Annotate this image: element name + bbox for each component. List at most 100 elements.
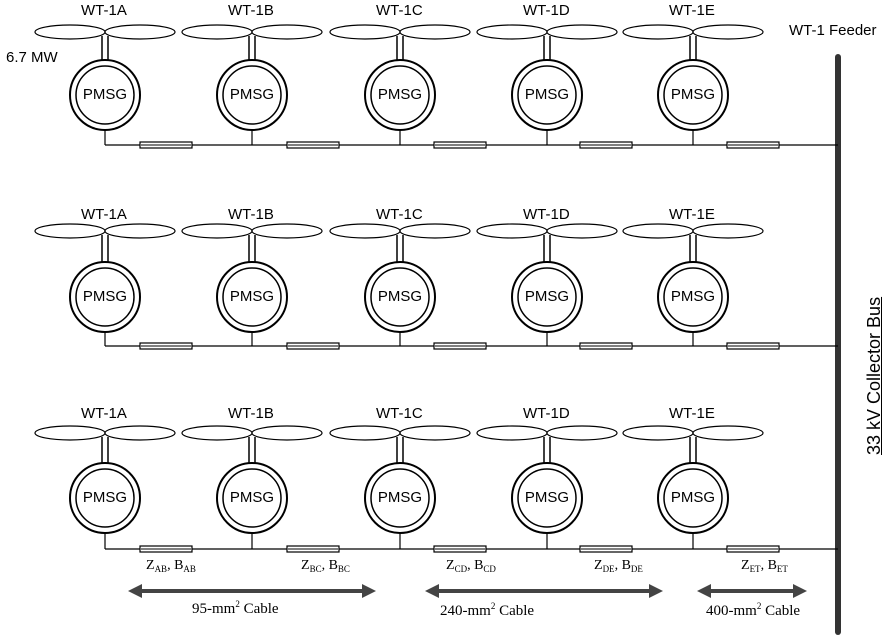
collector-bus-label: 33 kV Collector Bus bbox=[864, 296, 884, 455]
wind-turbine bbox=[181, 223, 323, 346]
wind-turbine bbox=[329, 425, 471, 549]
blade-right bbox=[104, 24, 176, 40]
blade-right bbox=[399, 223, 471, 239]
blade-right bbox=[692, 24, 764, 40]
blade-right bbox=[251, 24, 323, 40]
blade-left bbox=[622, 24, 694, 40]
blade-left bbox=[34, 223, 106, 239]
generator-label: PMSG bbox=[524, 288, 570, 305]
wind-turbine bbox=[622, 24, 764, 145]
wind-turbine bbox=[34, 223, 176, 346]
turbine-label: WT-1D bbox=[523, 2, 570, 19]
blade-right bbox=[546, 425, 618, 441]
generator-inner-ring bbox=[370, 468, 430, 528]
generator-label: PMSG bbox=[377, 86, 423, 103]
generator-label: PMSG bbox=[524, 489, 570, 506]
blade-left bbox=[181, 24, 253, 40]
blade-right bbox=[692, 223, 764, 239]
blade-left bbox=[329, 425, 401, 441]
blade-left bbox=[329, 223, 401, 239]
wind-turbine bbox=[476, 425, 618, 549]
blade-right bbox=[546, 24, 618, 40]
feeder-row-1 bbox=[34, 24, 838, 149]
generator-label: PMSG bbox=[229, 489, 275, 506]
blade-right bbox=[251, 223, 323, 239]
turbine-label: WT-1C bbox=[376, 2, 423, 19]
blade-left bbox=[329, 24, 401, 40]
generator-label: PMSG bbox=[524, 86, 570, 103]
generator-label: PMSG bbox=[377, 288, 423, 305]
blade-right bbox=[104, 223, 176, 239]
generator-inner-ring bbox=[663, 267, 723, 327]
generator-inner-ring bbox=[370, 267, 430, 327]
cable-span-arrow-240 bbox=[425, 584, 663, 598]
blade-left bbox=[34, 24, 106, 40]
blade-right bbox=[251, 425, 323, 441]
blade-right bbox=[104, 425, 176, 441]
turbine-label: WT-1B bbox=[228, 206, 274, 223]
wind-turbine bbox=[34, 24, 176, 145]
impedance-label: ZET, BET bbox=[741, 558, 788, 574]
generator-inner-ring bbox=[517, 468, 577, 528]
wind-turbine bbox=[622, 223, 764, 346]
turbine-label: WT-1A bbox=[81, 2, 127, 19]
blade-right bbox=[399, 24, 471, 40]
impedance-label: ZAB, BAB bbox=[146, 558, 196, 574]
blade-left bbox=[622, 425, 694, 441]
turbine-label: WT-1E bbox=[669, 405, 715, 422]
generator-inner-ring bbox=[222, 267, 282, 327]
generator-label: PMSG bbox=[229, 86, 275, 103]
wind-turbine bbox=[476, 223, 618, 346]
cable-size-label: 95-mm2 Cable bbox=[192, 599, 279, 617]
turbine-label: WT-1A bbox=[81, 405, 127, 422]
generator-inner-ring bbox=[75, 267, 135, 327]
blade-right bbox=[399, 425, 471, 441]
generator-inner-ring bbox=[663, 468, 723, 528]
blade-left bbox=[476, 425, 548, 441]
generator-inner-ring bbox=[517, 267, 577, 327]
generator-inner-ring bbox=[517, 65, 577, 125]
turbine-label: WT-1B bbox=[228, 405, 274, 422]
wind-turbine bbox=[34, 425, 176, 549]
impedance-label: ZDE, BDE bbox=[594, 558, 643, 574]
arrow-head-left bbox=[425, 584, 439, 598]
blade-left bbox=[476, 223, 548, 239]
turbine-label: WT-1C bbox=[376, 206, 423, 223]
generator-label: PMSG bbox=[377, 489, 423, 506]
cable-size-label: 240-mm2 Cable bbox=[440, 601, 535, 619]
turbine-label: WT-1E bbox=[669, 2, 715, 19]
arrow-head-right bbox=[649, 584, 663, 598]
cable-size-label: 400-mm2 Cable bbox=[706, 601, 801, 619]
blade-left bbox=[34, 425, 106, 441]
cable-span-arrow-95 bbox=[128, 584, 376, 598]
wind-turbine bbox=[181, 425, 323, 549]
arrow-head-left bbox=[697, 584, 711, 598]
turbine-label: WT-1D bbox=[523, 405, 570, 422]
blade-left bbox=[622, 223, 694, 239]
wind-turbine bbox=[476, 24, 618, 145]
generator-inner-ring bbox=[663, 65, 723, 125]
generator-label: PMSG bbox=[229, 288, 275, 305]
blade-left bbox=[181, 425, 253, 441]
turbine-label: WT-1C bbox=[376, 405, 423, 422]
generator-inner-ring bbox=[75, 65, 135, 125]
arrow-head-left bbox=[128, 584, 142, 598]
feeder-row-3 bbox=[34, 425, 838, 553]
wind-turbine bbox=[181, 24, 323, 145]
impedance-label: ZBC, BBC bbox=[301, 558, 350, 574]
generator-label: PMSG bbox=[670, 288, 716, 305]
feeder-label: WT-1 Feeder bbox=[789, 22, 877, 39]
turbine-label: WT-1D bbox=[523, 206, 570, 223]
generator-label: PMSG bbox=[82, 86, 128, 103]
arrow-head-right bbox=[793, 584, 807, 598]
generator-inner-ring bbox=[222, 65, 282, 125]
impedance-label: ZCD, BCD bbox=[446, 558, 496, 574]
generator-label: PMSG bbox=[82, 489, 128, 506]
generator-inner-ring bbox=[222, 468, 282, 528]
blade-right bbox=[692, 425, 764, 441]
generator-label: PMSG bbox=[82, 288, 128, 305]
arrow-head-right bbox=[362, 584, 376, 598]
wind-turbine bbox=[329, 223, 471, 346]
wind-turbine bbox=[329, 24, 471, 145]
